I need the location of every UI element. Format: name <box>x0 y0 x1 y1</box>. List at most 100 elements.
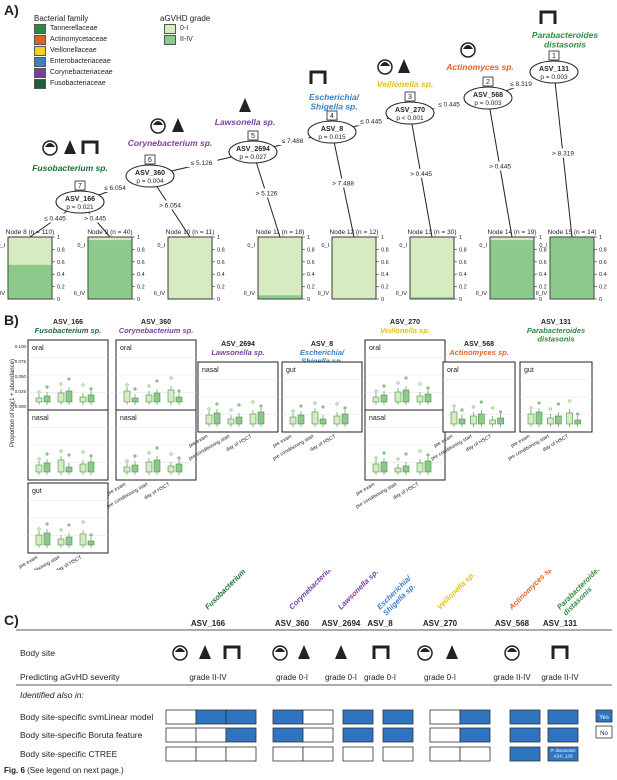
boxplot-box <box>257 411 265 425</box>
oral-site-icon <box>460 42 476 58</box>
leaf-class-label: II_IV <box>244 291 256 297</box>
boxplot-point <box>374 389 378 393</box>
boxplot-box <box>311 411 319 425</box>
leaf-tick-label: 0 <box>459 297 462 303</box>
boxplot-ytick: 0.075 <box>15 359 27 364</box>
split-pvalue: p = 0.021 <box>66 204 94 211</box>
leaf-tick-label: 0.6 <box>539 260 547 266</box>
decision-tree: ≤ 8.319> 8.319≤ 0.445> 0.445≤ 0.445> 0.4… <box>0 10 607 303</box>
edge-label-bg <box>154 200 186 210</box>
boxplot-point <box>67 377 71 381</box>
boxplot-box <box>175 463 183 473</box>
leaf-class-label: II_IV <box>74 291 86 297</box>
leaf-label: Node 13 (n = 30) <box>408 229 457 236</box>
boxplot-box <box>380 461 388 473</box>
leaf-class-label: 0_I <box>247 243 255 249</box>
boxplot-point <box>81 450 85 454</box>
boxplot-point <box>374 456 378 460</box>
gut-site-icon <box>309 70 327 84</box>
edge-label-bg <box>405 169 437 178</box>
face-hair <box>275 648 285 652</box>
boxplot-point <box>259 404 263 408</box>
split-id: 7 <box>78 183 82 190</box>
boxplot-box <box>79 533 87 546</box>
legend-no-swatch <box>595 725 613 739</box>
leaf-tick-label: 0.2 <box>137 285 145 291</box>
column-grade: grade II-IV <box>493 673 531 682</box>
split-node <box>529 60 579 84</box>
cell-yes <box>509 727 541 743</box>
boxplot-point <box>169 452 173 456</box>
leaf-tick-label: 1 <box>381 235 384 241</box>
cell-no <box>429 746 461 762</box>
edge-label: ≤ 0.445 <box>438 102 460 109</box>
boxplot-point <box>45 522 49 526</box>
edge-label: ≤ 6.054 <box>104 185 126 192</box>
leaf-tick-label: 0.2 <box>217 285 225 291</box>
boxplot-asv-title: ASV_8 <box>311 341 333 348</box>
boxplot-box <box>527 413 535 425</box>
boxplot-box <box>497 417 504 425</box>
boxplot-box <box>402 465 410 473</box>
boxplot-point <box>59 528 63 532</box>
face-hair <box>463 45 473 49</box>
boxplot-point <box>418 449 422 453</box>
face-hair <box>153 121 163 125</box>
leaf-label: Node 9 (n = 40) <box>87 229 132 236</box>
split-id: 1 <box>552 53 556 60</box>
column-grade: grade 0-I <box>276 673 308 682</box>
split-node <box>307 120 357 144</box>
leaf-border <box>167 236 213 300</box>
nasal-site-icon <box>64 140 76 154</box>
leaf-box <box>167 236 213 300</box>
cell-yes <box>342 727 374 743</box>
family-legend-item: Corynebacteriaceae <box>34 67 113 78</box>
boxplot-point <box>237 403 241 407</box>
boxplot-point <box>155 446 159 450</box>
boxplot-box <box>470 415 477 425</box>
family-legend-item: Fusobacteriaceae <box>34 78 113 89</box>
gut-site-icon <box>551 645 569 659</box>
boxplot-box <box>394 467 402 473</box>
boxplot-box <box>574 419 581 425</box>
cell-no <box>165 709 197 725</box>
edge-label-bg <box>79 213 111 223</box>
column-taxon: Fusobacterium sp. <box>203 570 257 611</box>
boxplot-box <box>424 460 432 473</box>
leaf-border <box>87 236 133 300</box>
cell-yes <box>459 709 491 725</box>
family-swatch <box>34 34 46 45</box>
split-pvalue: p = 0.027 <box>239 154 267 161</box>
leaf-tick-label: 0.8 <box>217 247 225 253</box>
leaf-fill-II-IV <box>490 240 534 299</box>
split-node <box>55 190 105 214</box>
boxplot-point <box>452 404 456 408</box>
boxplot-box <box>205 414 213 425</box>
boxplot-box <box>566 412 573 425</box>
edge-label: ≤ 5.126 <box>191 160 213 167</box>
caption-text: (See legend on next page.) <box>24 766 124 775</box>
row-label-identified: Identified also in: <box>20 690 84 700</box>
edge-label: ≤ 0.445 <box>44 216 66 223</box>
face-hair <box>380 62 390 66</box>
boxplot-box <box>79 396 87 403</box>
boxplot-point <box>426 386 430 390</box>
boxplot-box <box>79 463 87 473</box>
cell-no <box>459 746 491 762</box>
boxplot-box <box>57 538 65 546</box>
leaf-box <box>257 236 303 300</box>
oral-site-icon <box>272 645 288 661</box>
leaf-tick-label: 0.4 <box>381 272 389 278</box>
leaf-tick-label: 1 <box>217 235 220 241</box>
leaf-tick-label: 0 <box>217 297 220 303</box>
boxplot-box <box>65 390 73 403</box>
edge-label: > 0.445 <box>410 171 432 178</box>
boxplot-box <box>153 392 161 403</box>
boxplot-box <box>145 394 153 403</box>
nasal-site-icon <box>298 645 310 659</box>
leaf-fill-II-IV <box>410 297 454 299</box>
leaf-tick-label: 1 <box>539 235 542 241</box>
